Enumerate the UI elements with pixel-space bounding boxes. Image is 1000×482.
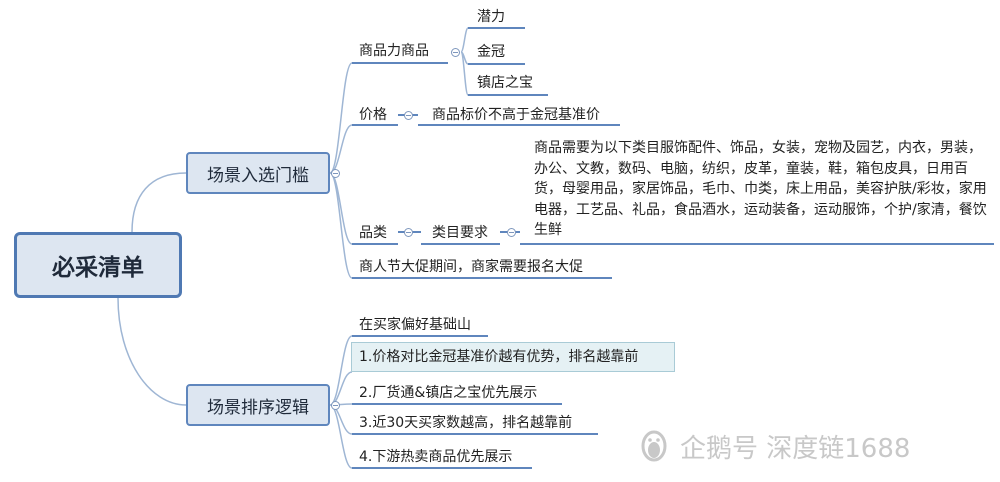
collapse-toggle-icon[interactable] [404, 228, 413, 237]
branch-label: 场景排序逻辑 [207, 397, 309, 418]
collapse-toggle-icon[interactable] [404, 111, 413, 120]
collapse-toggle-icon[interactable] [451, 48, 460, 57]
node-golden-crown[interactable]: 金冠 [477, 44, 505, 60]
node-rank-rule-1[interactable]: 1.价格对比金冠基准价越有优势，排名越靠前 [359, 349, 639, 365]
node-buyer-preference[interactable]: 在买家偏好基础山 [359, 317, 471, 333]
selected-node-highlight [351, 342, 675, 372]
collapse-toggle-icon[interactable] [331, 169, 340, 178]
node-rank-rule-3[interactable]: 3.近30天买家数越高，排名越靠前 [359, 415, 573, 431]
collapse-toggle-icon[interactable] [331, 401, 340, 410]
branch-label: 场景入选门槛 [207, 165, 309, 186]
node-category-requirement[interactable]: 类目要求 [432, 225, 488, 241]
node-price[interactable]: 价格 [359, 107, 387, 123]
node-potential[interactable]: 潜力 [477, 9, 505, 25]
node-rank-rule-4[interactable]: 4.下游热卖商品优先展示 [359, 449, 513, 465]
root-to-branch-1-curve [131, 172, 187, 233]
node-store-treasure[interactable]: 镇店之宝 [477, 75, 533, 91]
collapse-toggle-icon[interactable] [507, 228, 516, 237]
sub-fan-potential [460, 27, 469, 96]
node-price-detail[interactable]: 商品标价不高于金冠基准价 [432, 107, 600, 123]
root-to-branch-2-curve [117, 297, 187, 406]
branch-2-fan [329, 335, 353, 469]
watermark-text: 企鹅号 深度链1688 [680, 433, 911, 464]
node-product-power[interactable]: 商品力商品 [359, 43, 429, 59]
node-category[interactable]: 品类 [359, 225, 387, 241]
node-category-detail[interactable]: 商品需要为以下类目服饰配件、饰品，女装，宠物及园艺，内衣，男装，办公、文教，数码… [534, 140, 987, 238]
branch-node-entry-threshold[interactable]: 场景入选门槛 [186, 152, 330, 194]
branch-1-fan [329, 62, 353, 279]
root-node[interactable]: 必采清单 [14, 232, 182, 298]
branch-node-ranking-logic[interactable]: 场景排序逻辑 [186, 384, 330, 426]
node-rank-rule-2[interactable]: 2.厂货通&镇店之宝优先展示 [359, 385, 538, 401]
root-label: 必采清单 [52, 255, 144, 281]
penguin-logo-icon [641, 430, 667, 462]
node-merchant-festival[interactable]: 商人节大促期间，商家需要报名大促 [359, 259, 583, 275]
watermark: 企鹅号 深度链1688 [636, 426, 910, 466]
